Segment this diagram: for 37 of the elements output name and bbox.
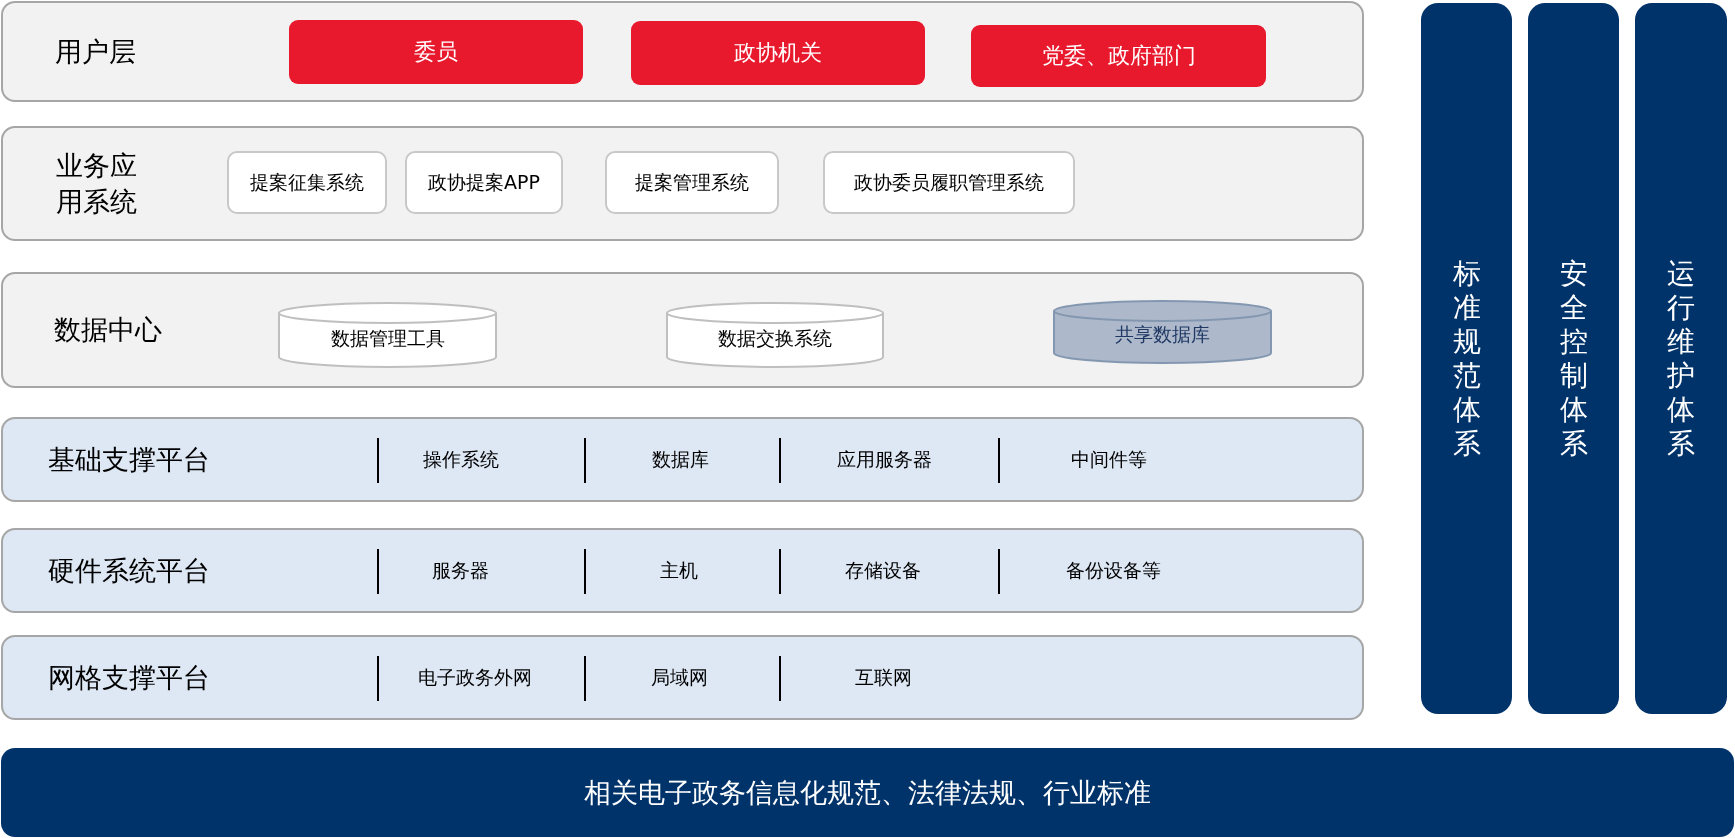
layer-title: 基础支撑平台 bbox=[48, 442, 210, 477]
user-group-box: 党委、政府部门 bbox=[971, 25, 1266, 87]
database-cylinder: 共享数据库 bbox=[1053, 300, 1272, 364]
layer-panel bbox=[1, 635, 1364, 720]
database-cylinder: 数据交换系统 bbox=[666, 302, 884, 368]
layer-title: 网格支撑平台 bbox=[48, 660, 210, 695]
component-label: 数据库 bbox=[651, 446, 709, 472]
layer-panel bbox=[1, 272, 1364, 388]
application-box: 政协提案APP bbox=[405, 151, 563, 214]
component-label: 备份设备等 bbox=[1065, 557, 1161, 583]
system-pillar: 标准规范体系 bbox=[1421, 3, 1512, 714]
layer-panel bbox=[1, 126, 1364, 241]
component-label: 服务器 bbox=[431, 557, 489, 583]
application-box: 政协委员履职管理系统 bbox=[823, 151, 1075, 214]
layer-title: 硬件系统平台 bbox=[48, 553, 210, 588]
application-box: 提案管理系统 bbox=[605, 151, 779, 214]
layer-title: 用户层 bbox=[55, 34, 136, 69]
user-group-box: 委员 bbox=[289, 20, 583, 84]
layer-title: 数据中心 bbox=[54, 313, 162, 347]
layer-panel bbox=[1, 417, 1364, 502]
layer-panel bbox=[1, 528, 1364, 613]
component-label: 中间件等 bbox=[1071, 446, 1147, 472]
component-label: 电子政务外网 bbox=[418, 664, 532, 690]
application-box: 提案征集系统 bbox=[227, 151, 387, 214]
system-pillar: 安全控制体系 bbox=[1528, 3, 1619, 714]
component-label: 局域网 bbox=[650, 664, 708, 690]
component-label: 应用服务器 bbox=[836, 446, 932, 472]
layer-panel bbox=[1, 1, 1364, 102]
system-pillar: 运行维护体系 bbox=[1635, 3, 1727, 714]
component-label: 存储设备 bbox=[845, 557, 921, 583]
user-group-box: 政协机关 bbox=[631, 21, 925, 85]
layer-title: 业务应用系统 bbox=[56, 148, 138, 219]
component-label: 操作系统 bbox=[423, 446, 499, 472]
component-label: 互联网 bbox=[854, 664, 912, 690]
standards-banner: 相关电子政务信息化规范、法律法规、行业标准 bbox=[1, 748, 1734, 837]
database-cylinder: 数据管理工具 bbox=[278, 302, 497, 368]
component-label: 主机 bbox=[660, 557, 698, 583]
